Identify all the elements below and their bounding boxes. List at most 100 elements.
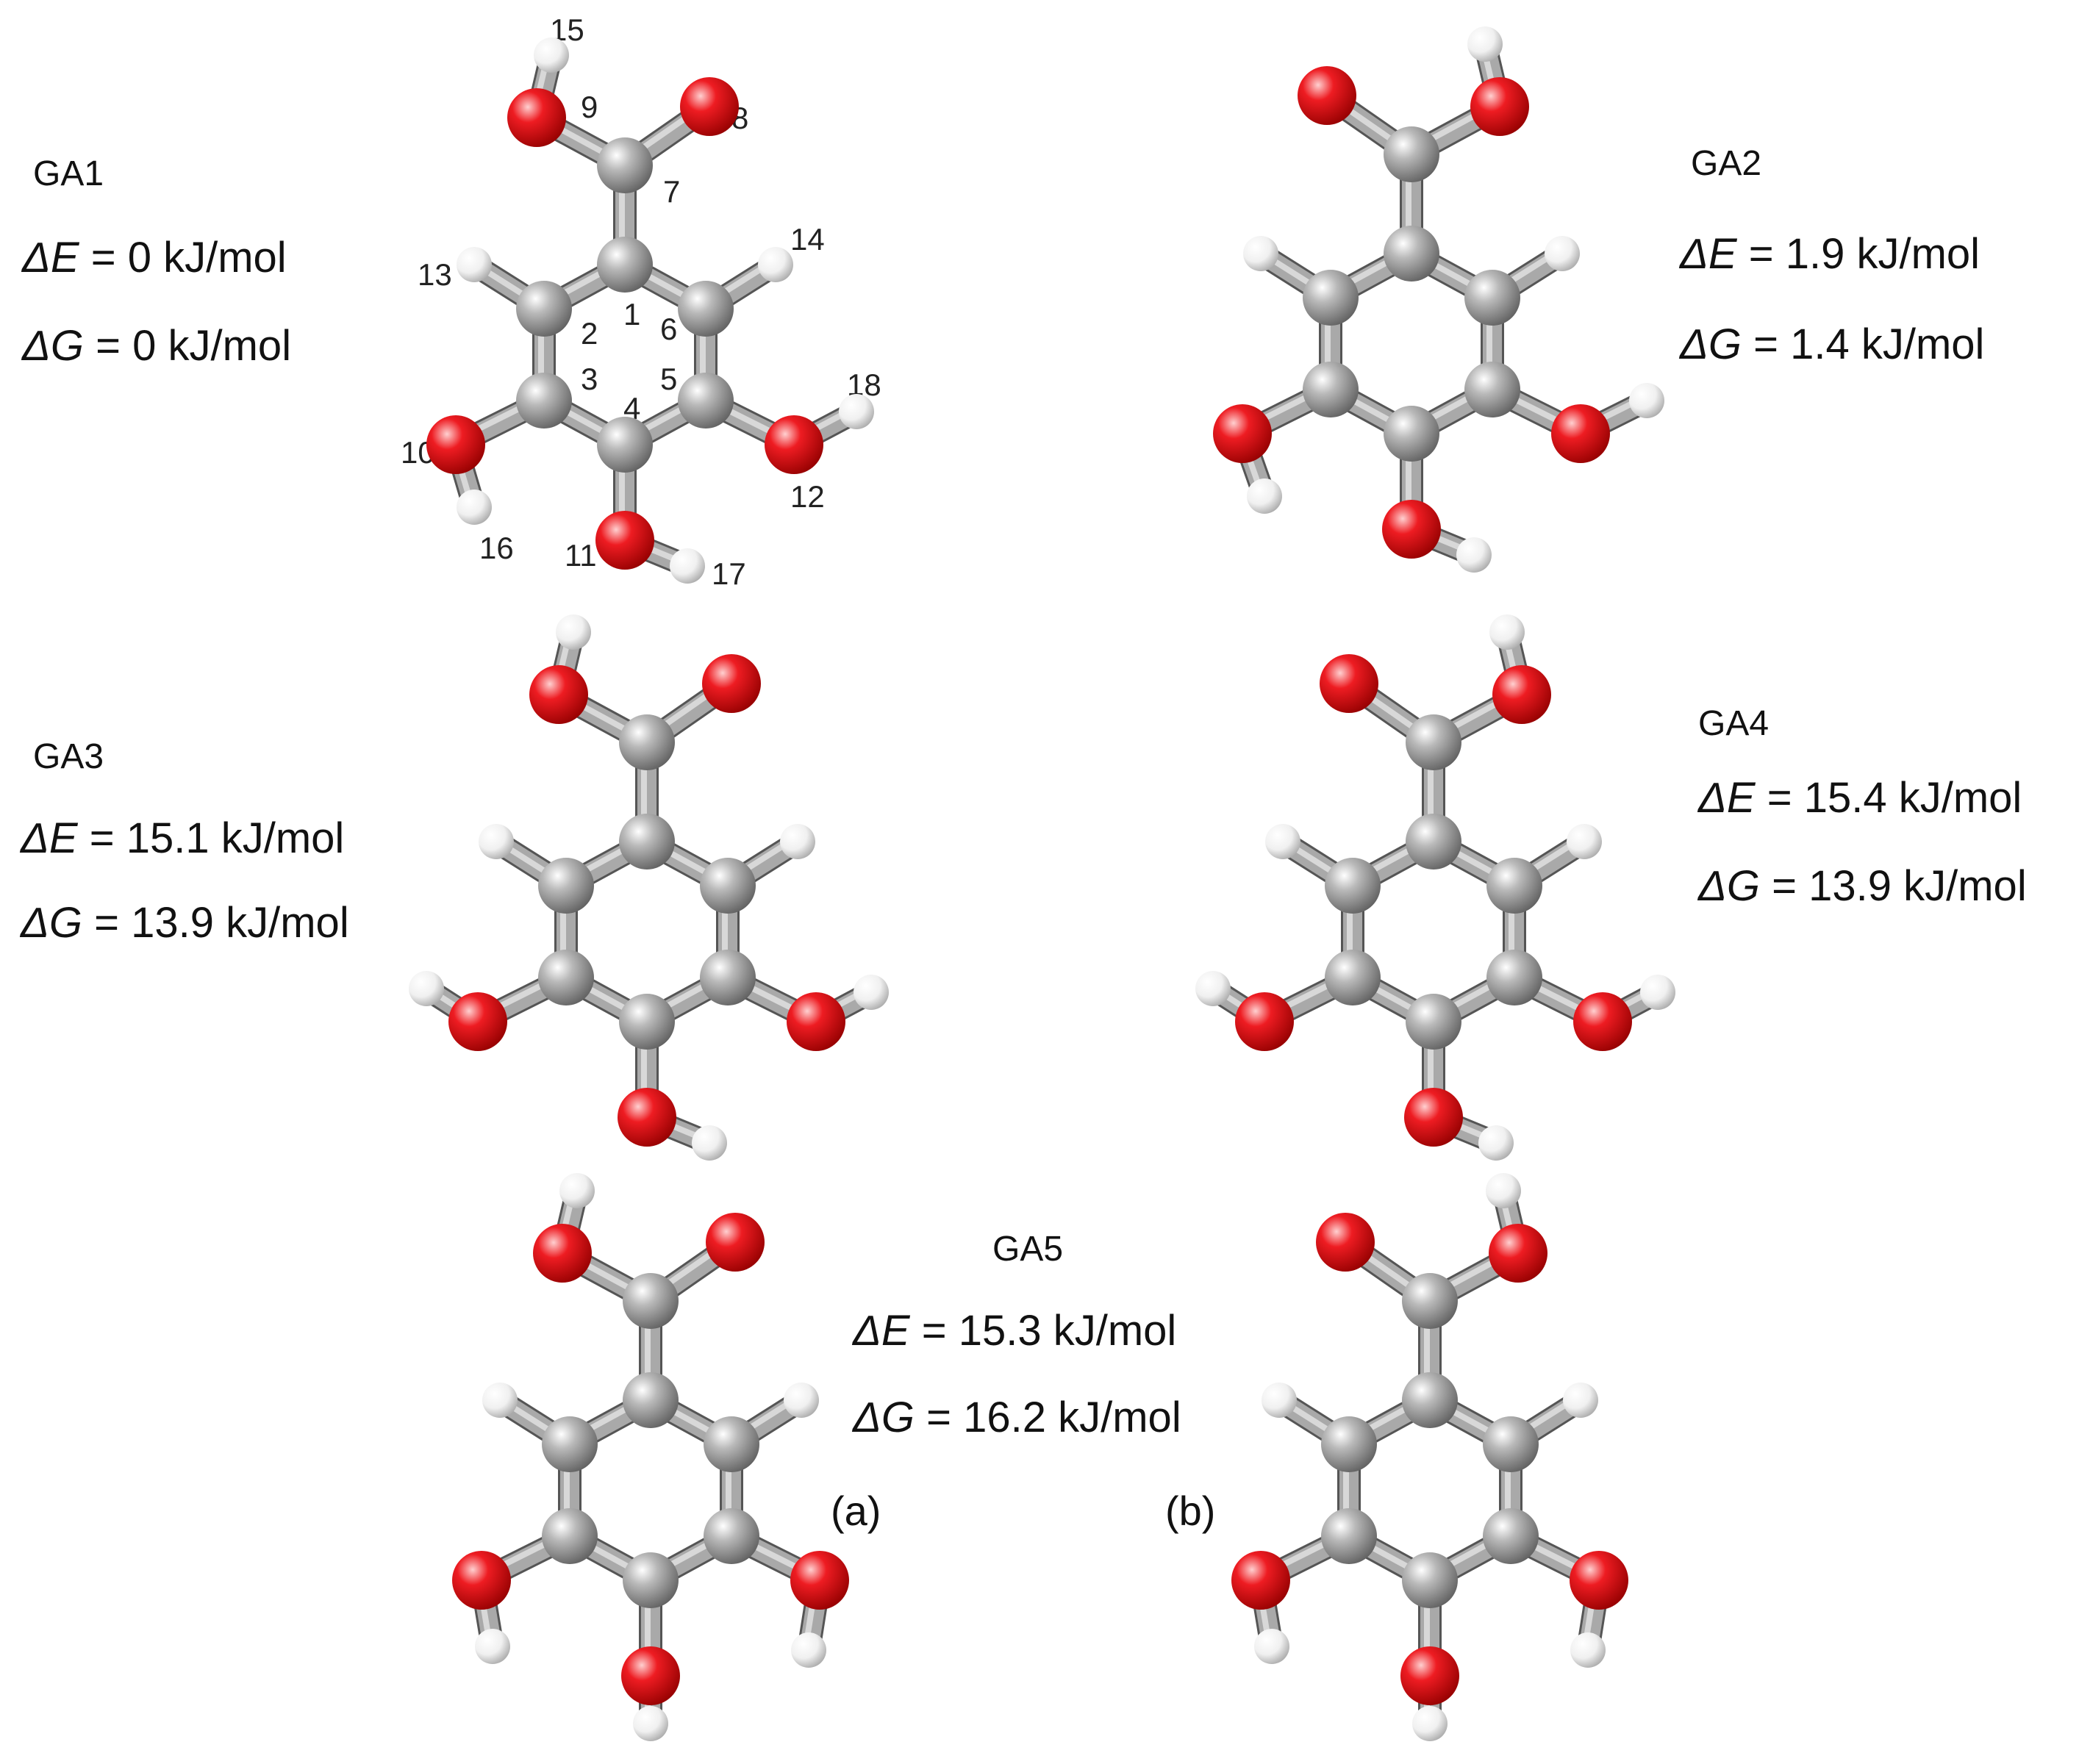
carbon-atom [1486,950,1542,1005]
delta-e-label: ΔE = 15.1 kJ/mol [19,814,344,862]
delta-g-label: ΔG = 13.9 kJ/mol [19,899,349,947]
oxygen-atom [452,1551,511,1610]
hydrogen-atom [670,548,705,584]
carbon-atom [516,373,572,429]
hydrogen-atom [1467,26,1503,62]
hydrogen-atom [692,1125,727,1161]
oxygen-atom [533,1224,592,1283]
conformer-name: GA4 [1698,704,1769,743]
carbon-atom [516,281,572,337]
conformer-label-ga4: GA4 ΔE = 15.4 kJ/mol ΔG = 13.9 kJ/mol [1697,704,2027,910]
hydrogen-atom [1247,478,1282,514]
molecule-ga3 [409,614,889,1161]
conformer-label-ga1: GA1 ΔE = 0 kJ/mol ΔG = 0 kJ/mol [21,154,291,370]
oxygen-atom [529,665,588,724]
conformer-label-ga2: GA2 ΔE = 1.9 kJ/mol ΔG = 1.4 kJ/mol [1678,144,1984,368]
carbon-atom [542,1508,598,1564]
carbon-atom [1325,950,1381,1005]
hydrogen-atom [1570,1632,1606,1668]
atom-number-6: 6 [660,312,677,346]
carbon-atom [619,814,675,870]
delta-g-label: ΔG = 1.4 kJ/mol [1678,320,1984,368]
hydrogen-atom [1456,537,1492,573]
oxygen-atom [1231,1551,1290,1610]
hydrogen-atom [1195,971,1231,1006]
delta-e-label: ΔE = 15.3 kJ/mol [851,1307,1176,1355]
oxygen-atom [706,1213,765,1272]
hydrogen-atom [839,394,874,429]
delta-g-label: ΔG = 0 kJ/mol [21,322,291,370]
panel-label-a: (a) [831,1488,881,1534]
hydrogen-atom [854,975,889,1010]
delta-g-label: ΔG = 13.9 kJ/mol [1697,862,2027,910]
carbon-atom [1325,858,1381,914]
carbon-atom [704,1416,759,1472]
atom-number-7: 7 [663,174,680,209]
atom-number-11: 11 [565,538,597,573]
oxygen-atom [426,415,485,474]
oxygen-atom [1570,1551,1628,1610]
carbon-atom [538,858,594,914]
hydrogen-atom [1478,1125,1514,1161]
atom-number-16: 16 [479,531,514,565]
carbon-atom [1486,858,1542,914]
conformer-name: GA1 [33,154,104,193]
oxygen-atom [1213,404,1272,463]
hydrogen-atom [1545,236,1580,271]
carbon-atom [1406,814,1461,870]
atom-number-17: 17 [712,556,746,591]
delta-e-label: ΔE = 0 kJ/mol [21,234,287,282]
conformer-label-ga3: GA3 ΔE = 15.1 kJ/mol ΔG = 13.9 kJ/mol [19,737,349,947]
molecule-ga4 [1195,614,1675,1161]
atom-number-3: 3 [581,362,598,396]
conformer-name: GA2 [1691,144,1761,183]
molecule-ga5-a [452,1173,849,1741]
oxygen-atom [765,415,823,474]
atom-numbering: 1 2 3 4 5 6 7 8 9 10 11 12 13 14 15 16 1… [401,12,881,591]
carbon-atom [1406,714,1461,770]
carbon-atom [619,714,675,770]
oxygen-atom [787,992,845,1051]
conformer-name: GA5 [992,1230,1063,1269]
panel-label-b: (b) [1165,1488,1215,1534]
hydrogen-atom [758,247,793,282]
hydrogen-atom [1567,824,1602,859]
oxygen-atom [621,1646,680,1705]
carbon-atom [597,237,653,293]
atom-number-5: 5 [660,362,677,396]
oxygen-atom [1298,66,1356,125]
molecule-ga1 [426,37,874,584]
oxygen-atom [1489,1224,1547,1283]
hydrogen-atom [1265,824,1300,859]
hydrogen-atom [1640,975,1675,1010]
delta-e-label: ΔE = 15.4 kJ/mol [1697,774,2022,822]
conformer-name: GA3 [33,737,104,776]
carbon-atom [623,1273,679,1329]
hydrogen-atom [784,1383,819,1418]
oxygen-atom [507,88,566,147]
hydrogen-atom [1243,236,1278,271]
hydrogen-atom [559,1173,595,1208]
carbon-atom [1402,1372,1458,1428]
oxygen-atom [1320,654,1378,713]
atom-number-2: 2 [581,316,598,351]
hydrogen-atom [409,971,444,1006]
atom-number-13: 13 [418,257,452,292]
oxygen-atom [595,511,654,570]
hydrogen-atom [479,824,514,859]
oxygen-atom [448,992,507,1051]
carbon-atom [1303,270,1359,326]
hydrogen-atom [457,490,492,525]
oxygen-atom [1404,1088,1463,1147]
oxygen-atom [1235,992,1294,1051]
carbon-atom [1402,1273,1458,1329]
atom-number-1: 1 [623,297,640,331]
hydrogen-atom [1629,383,1664,418]
oxygen-atom [702,654,761,713]
oxygen-atom [680,77,739,136]
atom-number-12: 12 [790,479,825,514]
atom-number-9: 9 [581,90,598,124]
oxygen-atom [1382,500,1441,559]
hydrogen-atom [1486,1173,1521,1208]
